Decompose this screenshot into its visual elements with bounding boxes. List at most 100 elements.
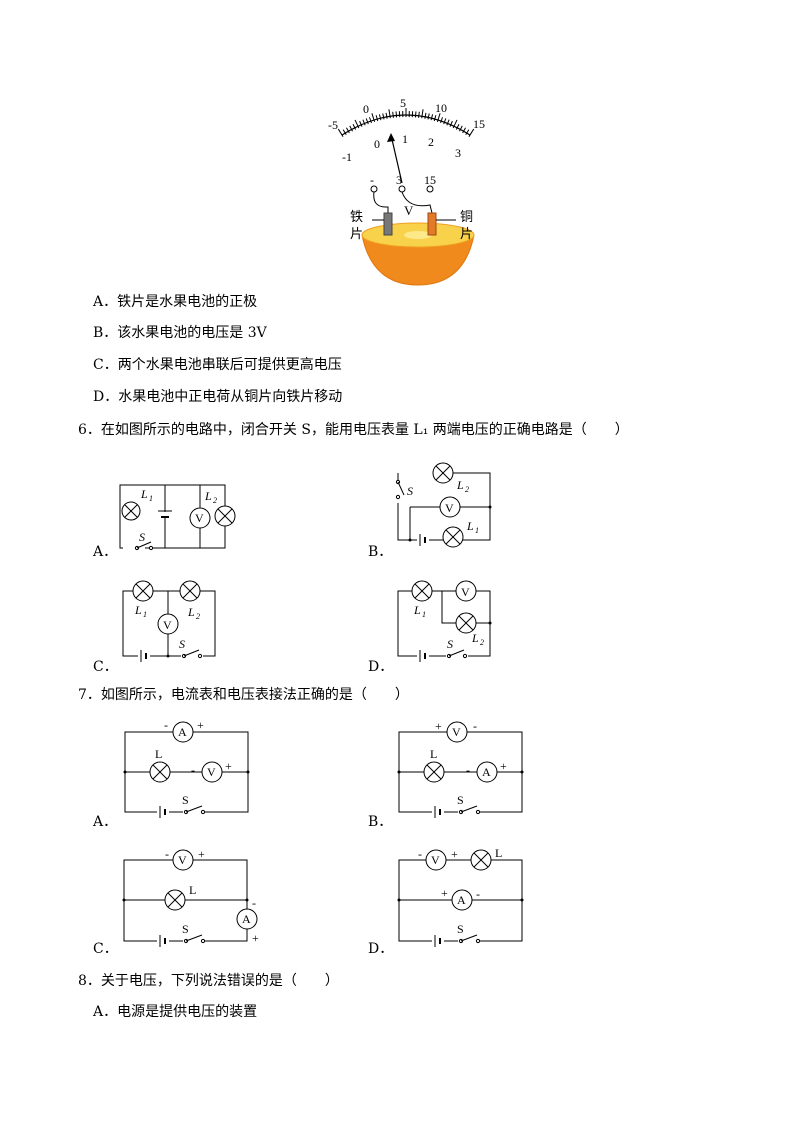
switch-label: S — [139, 530, 145, 544]
q5-option-b: B．该水果电池的电压是 3V — [93, 325, 267, 341]
q6-label-c: C． — [93, 659, 118, 675]
minus-sign: - — [191, 763, 195, 777]
dial-tick — [369, 117, 372, 124]
dial-tick — [440, 117, 443, 124]
l1-sub: 1 — [149, 494, 153, 503]
l1-label: L — [134, 603, 142, 617]
q6-label-a: A． — [93, 544, 118, 560]
orange-half — [361, 234, 475, 286]
q6-stem: 6．在如图所示的电路中，闭合开关 S，能用电压表量 L₁ 两端电压的正确电路是（… — [78, 422, 629, 438]
upper-scale-label: -5 — [328, 118, 338, 132]
dial-tick — [365, 118, 369, 125]
iron-label: 铁 — [350, 210, 363, 225]
l2-sub: 2 — [196, 612, 200, 621]
l2-sub: 2 — [480, 638, 484, 647]
voltmeter-symbol: V — [431, 853, 440, 867]
voltmeter-symbol: V — [195, 511, 204, 525]
q6-label-d: D． — [368, 659, 394, 675]
l1-sub: 1 — [475, 526, 479, 535]
l2-label: L — [456, 478, 464, 492]
dial-tick — [449, 120, 453, 127]
minus-sign: - — [466, 763, 470, 777]
copper-label: 片 — [460, 227, 473, 242]
q7-label-d: D． — [368, 941, 394, 957]
plus-sign: + — [198, 847, 205, 861]
voltmeter-symbol: V — [178, 853, 187, 867]
minus-sign: - — [165, 847, 169, 861]
dial-tick — [433, 115, 437, 122]
terminal-3-label: 3 — [396, 173, 402, 187]
q7-circuit-d: V - + L A + - S — [397, 846, 524, 947]
lower-scale-label: 1 — [402, 132, 408, 146]
l1-label: L — [140, 487, 148, 501]
switch-label: S — [407, 484, 413, 498]
q6-circuit-a: L 1 L 2 S V — [119, 484, 236, 552]
ammeter-symbol: A — [178, 725, 187, 739]
minus-sign: - — [473, 719, 477, 733]
dial-tick — [342, 129, 347, 136]
dial-tick — [455, 123, 460, 130]
ammeter-symbol: A — [482, 765, 491, 779]
copper-label: 铜 — [460, 210, 473, 225]
dial-tick — [346, 127, 350, 134]
l2-sub: 2 — [465, 485, 469, 494]
voltmeter-symbol: V — [207, 765, 216, 779]
l1-sub: 1 — [422, 610, 426, 619]
terminal-3 — [398, 185, 406, 193]
wire-to-iron — [373, 191, 389, 213]
q5-option-d: D．水果电池中正电荷从铜片向铁片移动 — [93, 389, 343, 405]
voltmeter-dial-arc — [341, 114, 471, 136]
dial-tick — [375, 115, 379, 122]
plus-sign: + — [451, 847, 458, 861]
terminal-minus-label: - — [370, 173, 374, 187]
dial-tick — [465, 129, 470, 136]
switch-label: S — [179, 637, 185, 651]
q5-option-a: A．铁片是水果电池的正极 — [93, 294, 258, 310]
lower-scale-label: -1 — [342, 150, 352, 164]
l1-label: L — [413, 603, 421, 617]
plus-sign: + — [500, 759, 507, 773]
minus-sign: - — [252, 896, 256, 910]
q6-circuit-b: S L 2 V L 1 — [394, 462, 492, 548]
l2-sub: 2 — [213, 496, 217, 505]
dial-tick — [427, 113, 430, 120]
plus-sign: + — [197, 718, 204, 732]
switch-label: S — [457, 922, 464, 936]
q7-label-a: A． — [93, 814, 118, 830]
dial-tick — [385, 112, 388, 119]
voltmeter-pointer — [390, 134, 403, 184]
lamp-label: L — [495, 846, 502, 860]
q8-option-a: A．电源是提供电压的装置 — [93, 1004, 258, 1020]
voltmeter-symbol: V — [461, 585, 470, 599]
ammeter-symbol: A — [242, 912, 251, 926]
l1-label: L — [466, 519, 474, 533]
switch-label: S — [457, 793, 464, 807]
meter-v-symbol: V — [404, 203, 414, 218]
terminal-15 — [426, 185, 434, 193]
l2-label: L — [471, 631, 479, 645]
orange-center — [404, 231, 432, 239]
dial-tick — [382, 113, 385, 120]
dial-tick — [459, 125, 463, 132]
voltmeter-symbol: V — [452, 725, 461, 739]
lamp-label: L — [155, 747, 162, 761]
copper-plate — [427, 212, 437, 236]
dial-tick — [424, 112, 427, 119]
plus-sign: + — [225, 759, 232, 773]
dial-tick — [443, 118, 447, 125]
lamp-label: L — [189, 883, 196, 897]
lower-scale-label: 2 — [428, 135, 434, 149]
voltmeter-symbol: V — [163, 618, 172, 632]
q7-label-c: C． — [93, 941, 118, 957]
q7-circuit-a: A - + L V - + S — [123, 718, 250, 818]
plus-sign: + — [441, 886, 448, 900]
switch-label: S — [447, 637, 453, 651]
dial-tick — [462, 127, 466, 134]
q5-option-c: C．两个水果电池串联后可提供更高电压 — [93, 357, 342, 373]
ammeter-symbol: A — [457, 893, 466, 907]
dial-tick — [430, 114, 434, 121]
plus-sign: + — [435, 719, 442, 733]
voltmeter-fruit-battery-figure: -5 0 5 10 15 -1 0 1 2 3 - 3 15 V 铁 片 铜 片 — [328, 96, 485, 286]
dial-tick — [337, 128, 344, 137]
upper-scale-label: 15 — [473, 117, 485, 131]
